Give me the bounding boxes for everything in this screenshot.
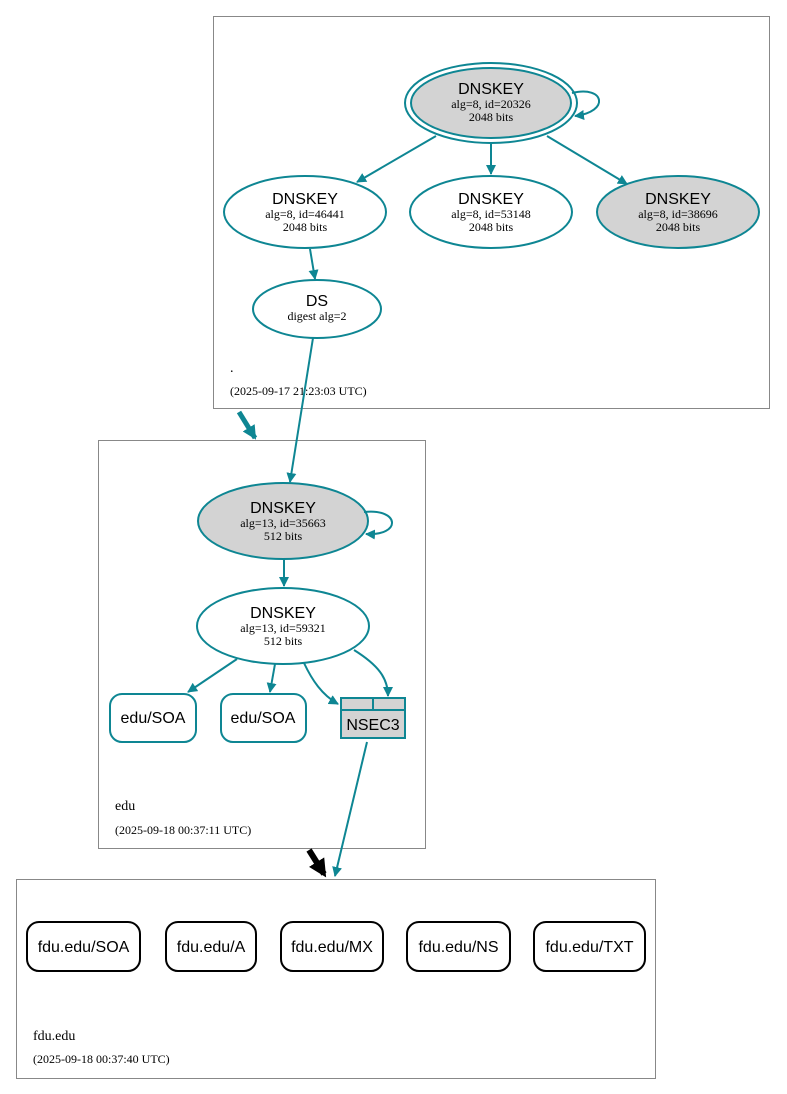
- node-title: DNSKEY: [250, 500, 316, 517]
- node-alg-id: alg=8, id=46441: [265, 207, 345, 221]
- node-label: edu/SOA: [121, 710, 186, 727]
- edge-root-ksk-to-46441: [356, 135, 437, 183]
- node-bits: 512 bits: [264, 634, 303, 648]
- zone-fdu-name: fdu.edu: [33, 1029, 75, 1044]
- node-alg-id: alg=13, id=59321: [240, 621, 326, 635]
- node-digest: digest alg=2: [287, 309, 346, 323]
- node-alg-id: alg=8, id=38696: [638, 207, 718, 221]
- node-alg-id: alg=8, id=53148: [451, 207, 531, 221]
- record-label: fdu.edu/TXT: [545, 939, 633, 956]
- node-title: DNSKEY: [458, 191, 524, 208]
- record-fdu-mx: fdu.edu/MX: [280, 921, 384, 972]
- node-bits: 512 bits: [264, 529, 303, 543]
- edge-ds-to-edu-ksk: [286, 337, 314, 483]
- node-root-zsk-38696: DNSKEY alg=8, id=38696 2048 bits: [596, 175, 760, 249]
- record-label: fdu.edu/A: [177, 939, 246, 956]
- edge-edu-zsk-to-soa1: [187, 658, 238, 693]
- record-fdu-ns: fdu.edu/NS: [406, 921, 511, 972]
- node-ds: DS digest alg=2: [252, 279, 382, 339]
- zone-edu-name: edu: [115, 799, 135, 814]
- node-nsec3: NSEC3: [340, 697, 406, 739]
- edge-edu-ksk-self: [363, 510, 393, 540]
- edge-root-ksk-self: [571, 90, 600, 120]
- node-edu-ksk: DNSKEY alg=13, id=35663 512 bits: [197, 482, 369, 560]
- zone-root-name: .: [230, 361, 234, 376]
- node-bits: 2048 bits: [283, 220, 328, 234]
- edge-46441-to-ds: [308, 248, 319, 280]
- record-fdu-a: fdu.edu/A: [165, 921, 257, 972]
- edge-root-ksk-to-38696: [546, 135, 628, 185]
- record-label: fdu.edu/NS: [418, 939, 498, 956]
- record-fdu-txt: fdu.edu/TXT: [533, 921, 646, 972]
- node-bits: 2048 bits: [469, 110, 514, 124]
- node-edu-zsk: DNSKEY alg=13, id=59321 512 bits: [196, 587, 370, 665]
- zone-fdu-timestamp: (2025-09-18 00:37:40 UTC): [33, 1052, 170, 1066]
- node-label: edu/SOA: [231, 710, 296, 727]
- edge-edu-to-fdu-delegation: [306, 848, 327, 878]
- node-bits: 2048 bits: [469, 220, 514, 234]
- record-label: fdu.edu/MX: [291, 939, 373, 956]
- record-fdu-soa: fdu.edu/SOA: [26, 921, 141, 972]
- node-root-zsk-53148: DNSKEY alg=8, id=53148 2048 bits: [409, 175, 573, 249]
- node-alg-id: alg=13, id=35663: [240, 516, 326, 530]
- node-title: DNSKEY: [250, 605, 316, 622]
- edge-edu-zsk-to-nsec3-b: [353, 649, 393, 697]
- edge-root-to-edu-delegation: [236, 410, 258, 440]
- zone-root-timestamp: (2025-09-17 21:23:03 UTC): [230, 384, 367, 398]
- node-edu-soa-2: edu/SOA: [220, 693, 307, 743]
- node-root-ksk: DNSKEY alg=8, id=20326 2048 bits: [404, 62, 578, 144]
- node-bits: 2048 bits: [656, 220, 701, 234]
- node-title: DNSKEY: [458, 81, 524, 98]
- zone-edu-timestamp: (2025-09-18 00:37:11 UTC): [115, 823, 251, 837]
- node-title: DS: [306, 293, 328, 310]
- edges: [187, 90, 628, 878]
- record-label: fdu.edu/SOA: [38, 939, 130, 956]
- node-label: NSEC3: [346, 717, 399, 734]
- node-root-zsk-46441: DNSKEY alg=8, id=46441 2048 bits: [223, 175, 387, 249]
- zone-fdu-box: [16, 879, 656, 1079]
- node-title: DNSKEY: [272, 191, 338, 208]
- edge-edu-zsk-to-soa2: [266, 663, 277, 693]
- edge-nsec3-to-fdu: [332, 741, 368, 877]
- node-title: DNSKEY: [645, 191, 711, 208]
- edge-edu-zsk-to-nsec3-a: [303, 662, 339, 705]
- node-edu-soa-1: edu/SOA: [109, 693, 197, 743]
- node-alg-id: alg=8, id=20326: [451, 97, 531, 111]
